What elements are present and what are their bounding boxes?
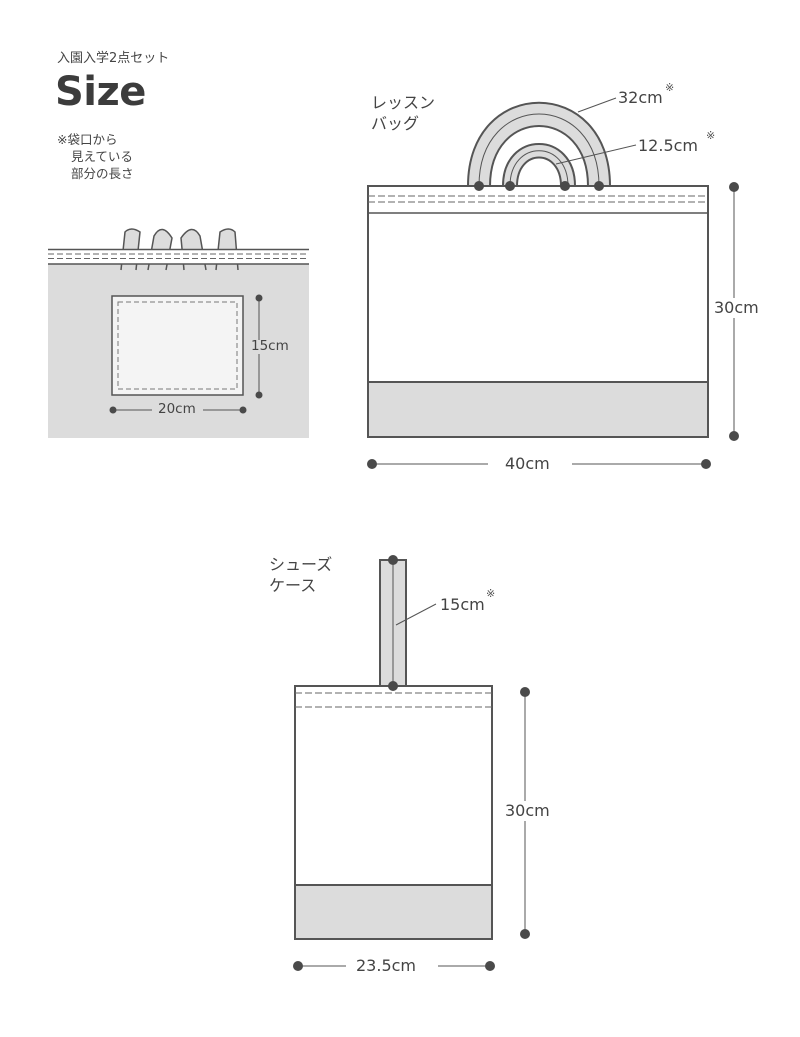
shoe-handle-asterisk: ※ bbox=[486, 587, 496, 600]
lesson-bag-width-dimension bbox=[367, 459, 711, 469]
lesson-bag-body bbox=[367, 185, 709, 438]
shoe-case-width-label: 23.5cm bbox=[356, 956, 417, 975]
outer-handle-asterisk: ※ bbox=[665, 81, 675, 94]
pocket-width-dimension bbox=[109, 406, 247, 414]
shoe-handle-length-label: 15cm bbox=[440, 595, 485, 614]
lesson-bag-width-label: 40cm bbox=[505, 454, 550, 473]
shoe-case-name-line-2: ケース bbox=[269, 576, 317, 595]
lesson-bag-height-label: 30cm bbox=[714, 298, 759, 318]
lesson-bag-name-line-2: バッグ bbox=[371, 114, 420, 133]
shoe-case-leader-line bbox=[395, 603, 437, 626]
note-line-2: 見えている bbox=[71, 149, 133, 164]
note-line-1: ※袋口から bbox=[57, 132, 118, 147]
shoe-case-width-dimension bbox=[293, 961, 495, 971]
lesson-bag-inner-handle bbox=[501, 143, 577, 187]
shoe-case-handle bbox=[379, 555, 407, 687]
pocket-detail-illustration bbox=[48, 228, 309, 438]
lesson-bag-name-line-1: レッスン bbox=[371, 93, 436, 112]
shoe-case-body bbox=[294, 681, 493, 940]
pocket-width-label: 20cm bbox=[157, 401, 197, 417]
page-title: Size bbox=[55, 69, 146, 115]
inner-handle-asterisk: ※ bbox=[706, 129, 716, 142]
pocket-height-label: 15cm bbox=[250, 338, 290, 354]
lesson-bag-leader-lines bbox=[555, 97, 637, 165]
note-line-3: 部分の長さ bbox=[71, 166, 134, 181]
set-subtitle: 入園入学2点セット bbox=[57, 51, 170, 66]
shoe-case-height-label: 30cm bbox=[505, 801, 550, 821]
lesson-bag-handle-dots bbox=[474, 181, 604, 191]
inner-handle-length-label: 12.5cm bbox=[638, 136, 699, 155]
shoe-case-name-line-1: シューズ bbox=[269, 555, 333, 574]
outer-handle-length-label: 32cm bbox=[618, 88, 663, 107]
